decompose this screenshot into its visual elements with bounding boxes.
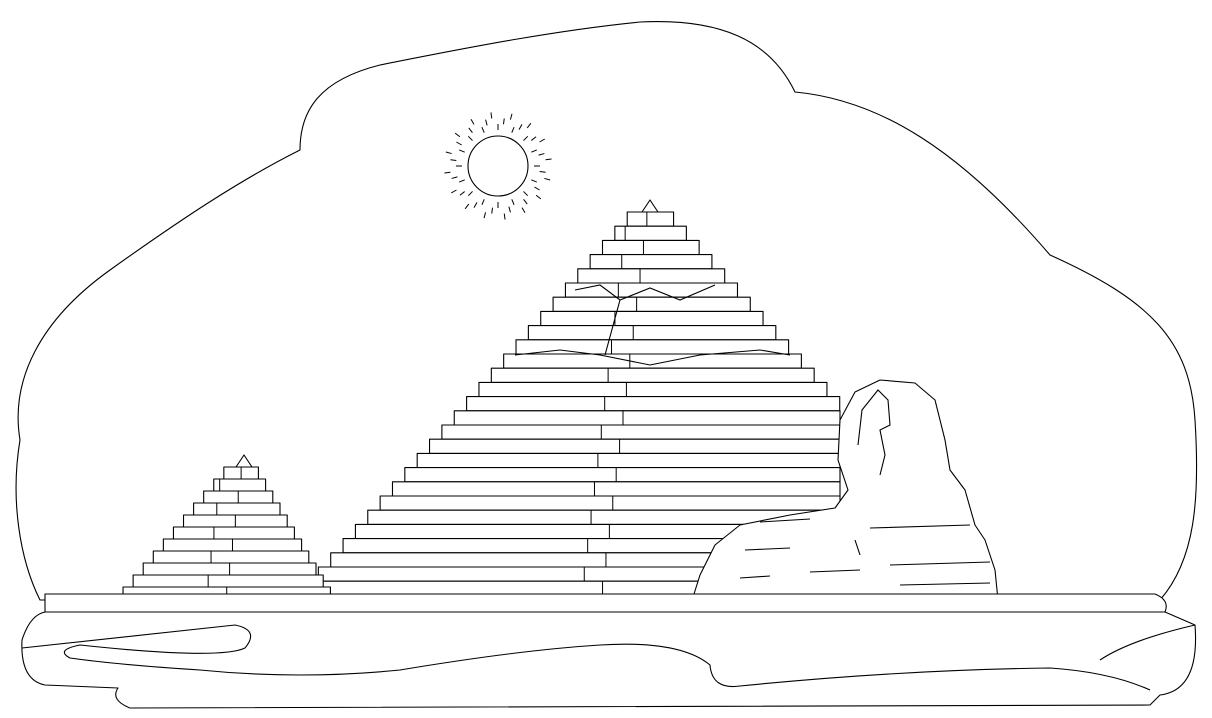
sun-disc (467, 135, 529, 197)
sun-ray (518, 124, 523, 130)
sun-ray (545, 158, 552, 161)
large-pyramid-step (515, 339, 790, 355)
sun-ray (459, 191, 465, 196)
sun-ray (459, 179, 465, 183)
sun-ray (444, 171, 451, 174)
sun-ray (454, 132, 461, 138)
sun-ray (503, 213, 506, 220)
large-pyramid-step (416, 452, 841, 469)
sun-ray (523, 135, 529, 141)
small-pyramid-step (172, 526, 295, 540)
large-pyramid-step (601, 239, 700, 256)
sun-ray (523, 191, 529, 197)
large-pyramid-step (503, 353, 802, 369)
sun-rays (444, 112, 552, 220)
large-pyramid-step (478, 381, 828, 398)
large-pyramid-step (490, 367, 815, 383)
sun-ray (464, 203, 470, 210)
sun-ray (531, 136, 537, 141)
sun-ray (451, 176, 458, 179)
sun-ray (538, 153, 545, 156)
sun-ray (459, 149, 465, 153)
sphinx-body (687, 379, 1099, 614)
sun-ray (509, 113, 513, 120)
sun-ray (485, 119, 488, 126)
large-pyramid-step (626, 211, 675, 227)
sun-ray (473, 202, 478, 208)
sun-ray (481, 127, 485, 133)
sphinx-headdress (857, 389, 891, 476)
large-pyramid-step (428, 438, 841, 454)
sun-ray (470, 118, 475, 125)
small-pyramid-step (152, 550, 310, 564)
sun (444, 112, 552, 220)
pyramid-crack (514, 284, 791, 366)
sun-ray (490, 112, 493, 119)
ground-base (21, 593, 1197, 709)
large-pyramid-step (540, 310, 764, 327)
small-pyramid-step (193, 502, 281, 516)
sun-ray (508, 206, 511, 213)
large-pyramid-step (466, 396, 841, 412)
sun-ray (539, 138, 546, 143)
small-pyramid-step (213, 478, 267, 492)
large-pyramid-step (391, 481, 841, 497)
sun-ray (544, 177, 551, 181)
sun-ray (531, 149, 537, 153)
large-pyramid-step (453, 410, 841, 426)
large-pyramid-step (577, 268, 726, 284)
sun-ray (523, 199, 528, 205)
sand-wave (21, 624, 1196, 691)
sun-ray (539, 170, 546, 173)
sun-ray (467, 135, 473, 141)
sun-ray (502, 118, 505, 125)
sun-ray (534, 186, 540, 191)
large-pyramid-step (379, 495, 841, 511)
sun-ray (535, 194, 542, 200)
sun-ray (456, 141, 462, 146)
sun-ray (511, 199, 515, 205)
sun-ray (491, 207, 494, 214)
small-pyramid-step (132, 574, 324, 588)
sun-ray (445, 151, 452, 155)
large-pyramid-step (441, 424, 841, 440)
large-pyramid-step (552, 296, 751, 312)
sun-ray (450, 189, 457, 194)
sand-ground (21, 593, 1197, 709)
large-pyramid-step (527, 325, 777, 341)
sun-ray (467, 191, 473, 197)
large-pyramid-step (589, 254, 713, 270)
sun-ray (511, 127, 515, 133)
sun-ray (481, 199, 485, 205)
large-pyramid-step (564, 282, 739, 298)
sun-ray (450, 159, 457, 162)
sun-ray (531, 179, 537, 183)
sun-ray (526, 122, 532, 129)
sun-ray (521, 207, 526, 214)
large-pyramid-step (404, 467, 841, 483)
sun-ray (483, 212, 487, 219)
sun-ray (468, 127, 473, 133)
